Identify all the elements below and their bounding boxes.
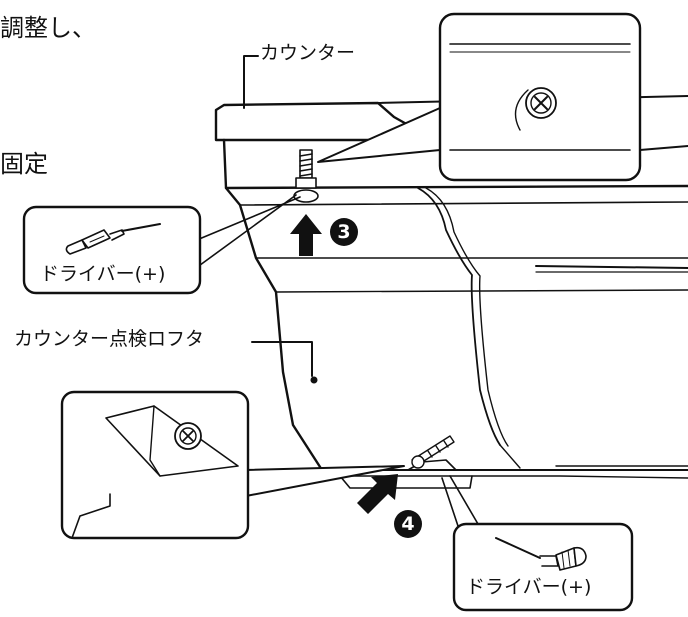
- diagonal-arrow-icon: [357, 474, 398, 514]
- zoom-callout-bottom: [60, 390, 405, 540]
- screwdriver-label-2: ドライバー(+): [466, 576, 592, 598]
- screwdriver-icon: [65, 223, 161, 255]
- screw-icon: [293, 149, 319, 203]
- instruction-fragment-fix: 固定: [0, 150, 48, 178]
- instruction-fragment-top: 調整し、: [0, 14, 96, 42]
- zoom-callout-top: [317, 12, 688, 182]
- counter-label: カウンター: [260, 42, 356, 64]
- step-4-badge: 4: [394, 510, 422, 538]
- screwdriver-callout-2: [441, 475, 634, 612]
- inspection-lid-label: カウンター点検ロフタ: [14, 328, 205, 350]
- screwdriver-callout-1: [22, 194, 301, 295]
- step-3-badge: 3: [330, 218, 358, 246]
- up-arrow-icon: [290, 214, 322, 256]
- counter-label-leader: [243, 55, 259, 109]
- screwdriver-icon: [495, 537, 587, 571]
- screw-icon: [411, 435, 455, 469]
- lid-label-leader: [251, 341, 313, 377]
- counter-body: [214, 95, 688, 489]
- screwdriver-label-1: ドライバー(+): [40, 263, 166, 285]
